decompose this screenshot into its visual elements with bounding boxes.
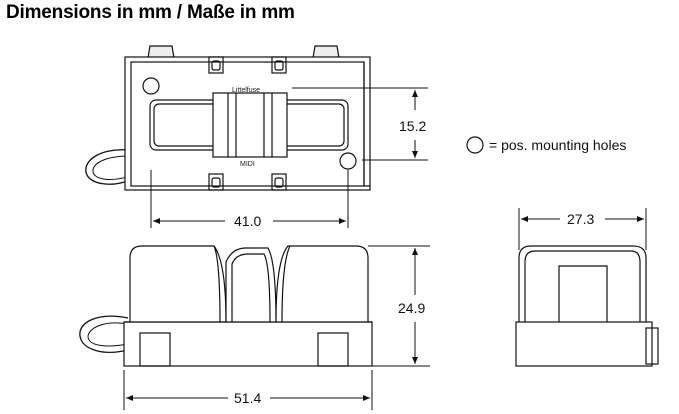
dimension-label-front-width: 51.4	[234, 390, 261, 406]
mounting-hole-symbol-icon	[466, 136, 484, 154]
dimension-top-width	[150, 170, 349, 228]
legend-text: = pos. mounting holes	[489, 137, 626, 153]
page-title: Dimensions in mm / Maße in mm	[6, 2, 295, 23]
dimension-label-front-height: 24.9	[398, 300, 425, 316]
dimension-top-height	[292, 87, 428, 161]
dimension-label-top-height: 15.2	[399, 118, 426, 134]
dimension-label-side-width: 27.3	[567, 211, 594, 227]
top-view	[85, 45, 371, 191]
dimension-label-top-width: 41.0	[234, 213, 261, 229]
brand-label: Littelfuse	[232, 87, 260, 94]
type-label: MIDI	[240, 161, 255, 168]
dimension-side-width	[518, 208, 647, 250]
dimension-front-height	[368, 245, 430, 367]
front-view	[79, 245, 373, 367]
dimension-front-width	[123, 370, 373, 410]
side-view	[515, 245, 659, 367]
mounting-hole-legend: = pos. mounting holes	[466, 136, 626, 154]
